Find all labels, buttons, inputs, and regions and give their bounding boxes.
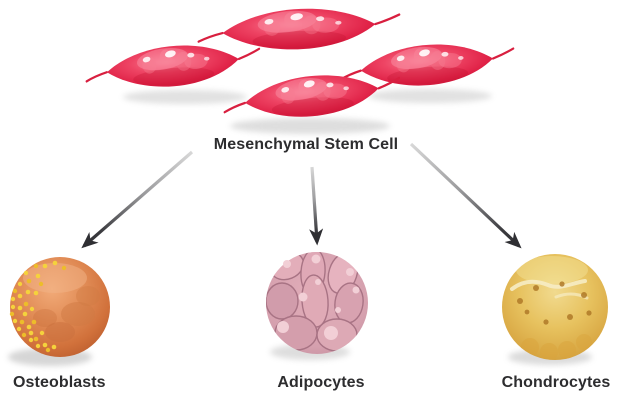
- stem-cell-label: Mesenchymal Stem Cell: [213, 136, 399, 153]
- chondrocyte-dots: [517, 281, 592, 325]
- arrow-to-adipocytes: [309, 166, 324, 246]
- adipocyte-illustration: [266, 252, 368, 360]
- spindle-cell: [196, 3, 402, 55]
- osteoblast-granules: [9, 260, 67, 353]
- arrow-to-chondrocytes: [409, 142, 522, 249]
- chondrocytes-label: Chondrocytes: [501, 374, 611, 391]
- stem-cell-cluster-shadows: [123, 89, 492, 134]
- arrow-to-osteoblasts: [81, 150, 194, 249]
- stem-cell-cluster: [83, 3, 517, 126]
- differentiation-arrows: [81, 142, 522, 249]
- osteoblast-illustration: [8, 257, 110, 366]
- spindle-cell: [83, 37, 263, 95]
- chondrocyte-illustration: [502, 254, 608, 365]
- adipocyte-droplets: [277, 254, 360, 340]
- osteoblasts-label: Osteoblasts: [13, 374, 106, 391]
- adipocytes-label: Adipocytes: [277, 374, 365, 391]
